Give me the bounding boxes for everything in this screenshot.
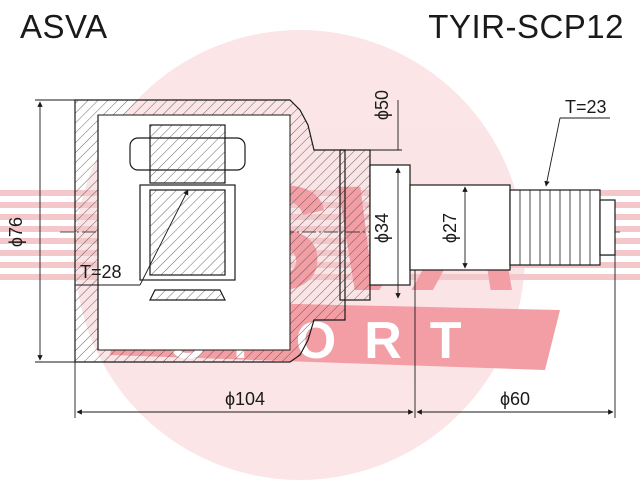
seal-boot xyxy=(339,149,411,301)
dimension-labels: ϕ76 T=28 ϕ104 ϕ50 ϕ34 ϕ27 T=23 ϕ60 xyxy=(6,90,607,409)
part-number: TYIR-SCP12 xyxy=(428,8,624,45)
dimension-lines xyxy=(35,99,616,418)
brand-title: ASVA xyxy=(20,8,108,45)
dim-outer-diameter: ϕ76 xyxy=(6,217,26,247)
dim-boot-diameter: ϕ50 xyxy=(372,90,392,120)
dim-housing-spline: T=28 xyxy=(80,262,122,282)
dim-seal-diameter: ϕ34 xyxy=(372,213,392,243)
dim-shaft-diameter: ϕ27 xyxy=(440,213,460,243)
dim-housing-length: ϕ104 xyxy=(225,389,265,409)
output-shaft xyxy=(409,184,616,271)
tripod-assembly xyxy=(129,124,246,301)
dim-shaft-spline: T=23 xyxy=(565,97,607,117)
dim-shaft-length: ϕ60 xyxy=(500,389,530,409)
